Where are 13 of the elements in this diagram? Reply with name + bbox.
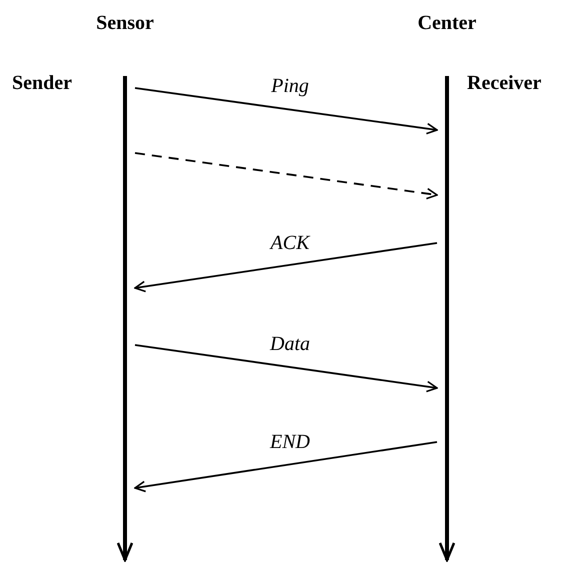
message-arrow: [134, 344, 438, 392]
message-arrow: [134, 152, 438, 200]
message-arrow: [134, 242, 438, 292]
message-arrow: [134, 87, 438, 134]
role-label: Receiver: [467, 72, 542, 95]
message-label: END: [270, 431, 310, 454]
message-label: ACK: [270, 232, 310, 254]
message-label: Data: [270, 332, 310, 356]
role-label: Sender: [12, 72, 72, 95]
message-arrow: [134, 441, 438, 492]
lifeline-heading: Sensor: [95, 12, 155, 35]
lifeline-heading: Center: [416, 12, 478, 35]
message-label: Ping: [271, 75, 309, 98]
